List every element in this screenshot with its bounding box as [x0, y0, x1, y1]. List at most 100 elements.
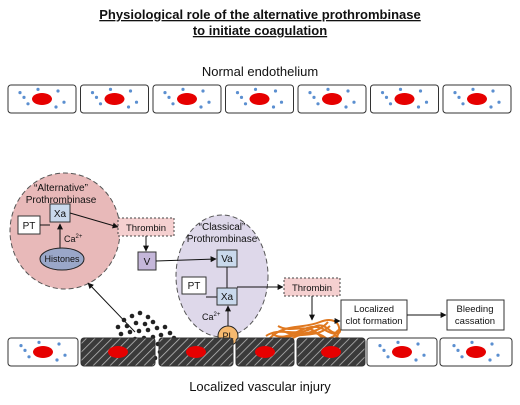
- clot-formation-line-2: clot formation: [345, 316, 402, 327]
- histone-particle: [145, 327, 151, 333]
- cell-nucleus: [108, 346, 128, 358]
- cell-granule: [497, 100, 501, 104]
- injured-cell: [80, 337, 156, 367]
- clot-formation-box: [340, 299, 408, 331]
- cell-granule: [416, 105, 421, 109]
- cell-granule: [326, 87, 330, 91]
- classical-pt-box: [181, 276, 207, 295]
- bleeding-line-1: Bleeding: [457, 304, 494, 315]
- cell-granule: [63, 353, 67, 357]
- alt-xa-to-thrombin-arrow: [69, 212, 119, 229]
- normal-cell: [80, 84, 149, 114]
- histone-particle: [121, 317, 127, 323]
- cell-granule: [108, 87, 113, 91]
- cell-granule: [491, 89, 495, 93]
- classical-title-2: Prothrombinase: [187, 234, 258, 245]
- cell-nucleus: [177, 93, 197, 105]
- normal-endothelium-cells: [7, 84, 512, 114]
- classical-calcium-label: Ca2+: [202, 312, 221, 322]
- histone-particle: [118, 331, 124, 337]
- histone-particle: [136, 328, 142, 334]
- cell-granule: [471, 87, 475, 91]
- cell-nucleus: [321, 346, 341, 358]
- cell-granule: [386, 355, 390, 359]
- cell-nucleus: [394, 93, 415, 105]
- cell-granule: [57, 342, 61, 346]
- cell-granule: [134, 100, 139, 104]
- cell-nucleus: [466, 346, 486, 358]
- cell-granule: [470, 340, 474, 344]
- cell-granule: [23, 348, 27, 352]
- cell-granule: [308, 91, 312, 95]
- pl-label: PL: [222, 331, 233, 341]
- cell-granule: [22, 95, 26, 99]
- normal-cell: [297, 84, 367, 114]
- cell-nucleus: [392, 346, 412, 358]
- histone-particle: [167, 330, 173, 336]
- cell-granule: [271, 105, 276, 109]
- classical-pt-label: PT: [188, 281, 201, 292]
- cell-granule: [388, 102, 393, 106]
- cell-granule: [167, 95, 171, 99]
- cell-granule: [181, 87, 185, 91]
- cell-granule: [378, 344, 382, 348]
- normal-cell: [366, 337, 438, 367]
- fibrin-strand: [277, 325, 339, 340]
- histone-particle: [127, 329, 133, 335]
- cell-granule: [36, 87, 40, 91]
- thrombin-label-2: Thrombin: [292, 283, 332, 294]
- cell-granule: [54, 105, 58, 109]
- cell-granule: [424, 100, 429, 104]
- cell-granule: [460, 355, 464, 359]
- cell-nucleus: [255, 346, 275, 358]
- histone-particle: [115, 324, 121, 330]
- cell-nucleus: [32, 93, 52, 105]
- alternative-title-2: Prothrombinase: [26, 195, 97, 206]
- classical-xa-box: [216, 287, 238, 306]
- normal-cell: [152, 84, 222, 114]
- histone-particle: [133, 320, 139, 326]
- cell-nucleus: [322, 93, 342, 105]
- cell-granule: [380, 91, 385, 95]
- factor-v-label: V: [144, 257, 151, 268]
- histone-particle: [145, 314, 151, 320]
- cell-granule: [456, 348, 460, 352]
- cell-nucleus: [467, 93, 487, 105]
- cell-granule: [207, 100, 211, 104]
- cell-nucleus: [33, 346, 53, 358]
- cell-granule: [273, 89, 278, 93]
- normal-cell: [7, 337, 79, 367]
- cell-granule: [418, 89, 423, 93]
- histone-particle: [124, 323, 130, 329]
- cell-granule: [243, 102, 248, 106]
- histone-particle: [162, 324, 168, 330]
- cell-nucleus: [249, 93, 270, 105]
- cell-granule: [452, 344, 456, 348]
- clot-formation-line-1: Localized: [354, 304, 394, 315]
- injured-cell: [296, 337, 366, 367]
- alternative-prothrombinase: “Alternative” Prothrombinase Xa PT Ca2+ …: [9, 172, 121, 290]
- cell-granule: [18, 91, 22, 95]
- cell-granule: [352, 100, 356, 104]
- cell-granule: [37, 340, 41, 344]
- injured-endothelium-cells: [7, 337, 513, 367]
- cell-granule: [239, 95, 244, 99]
- normal-cell: [370, 84, 439, 114]
- cell-granule: [90, 91, 95, 95]
- cell-granule: [382, 348, 386, 352]
- thrombin-label-1: Thrombin: [126, 223, 166, 234]
- cell-granule: [312, 95, 316, 99]
- histones-oval: [39, 247, 85, 271]
- classical-va-label: Va: [221, 254, 233, 265]
- cell-granule: [19, 344, 23, 348]
- classical-title-1: “Classical”: [199, 222, 246, 233]
- injured-cell: [235, 337, 295, 367]
- cell-granule: [453, 91, 457, 95]
- cell-granule: [346, 89, 350, 93]
- normal-endothelium-label: Normal endothelium: [202, 64, 318, 79]
- histone-particle: [129, 313, 135, 319]
- alt-xa-label: Xa: [54, 209, 67, 220]
- alternative-title-1: “Alternative”: [34, 183, 88, 194]
